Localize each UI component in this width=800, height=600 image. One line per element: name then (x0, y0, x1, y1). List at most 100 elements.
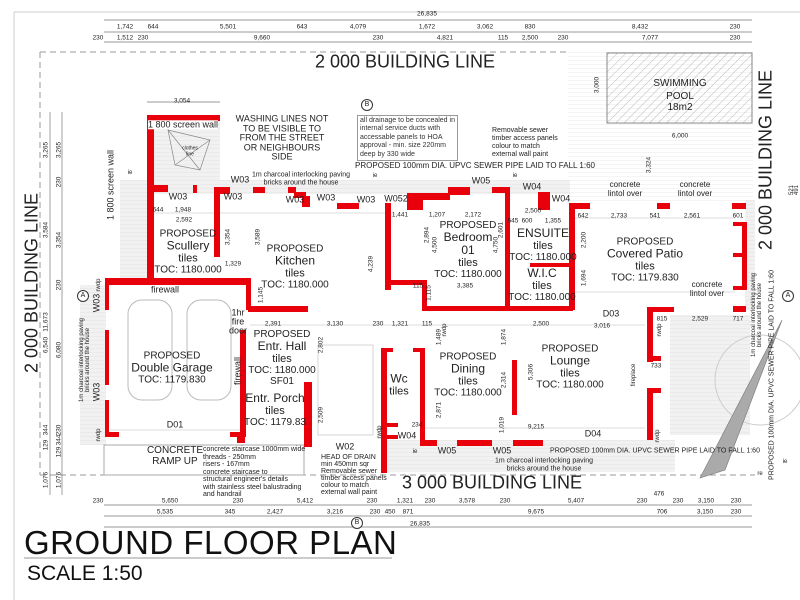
room-toc: TOC: 1179.830 (611, 272, 679, 284)
dim-interior: 2,894 (423, 226, 431, 244)
dim-bottom: 345 (224, 508, 236, 516)
dim-bottom: 230 (92, 497, 104, 505)
pool-title: POOL (666, 90, 694, 102)
window-label-w02: W02 (335, 441, 355, 452)
dim-left: 344 (42, 424, 50, 436)
dim-left: 3,265 (55, 141, 63, 159)
dim-top: 230 (557, 34, 569, 42)
dim-bottom: 230 (424, 497, 436, 505)
dim-bottom: 3,578 (458, 497, 476, 505)
ie-label: ie (372, 172, 378, 179)
dim-bottom: 230 (369, 508, 381, 516)
dim-interior: 6,000 (671, 132, 689, 140)
fire-door-label: fire (231, 316, 245, 327)
drainage-note-line: accessable panels to HOA (360, 133, 443, 141)
dim-interior: 2,500 (524, 207, 542, 215)
rwdp-label: rwdp (95, 278, 102, 292)
sewer-panels-note: colour to match (492, 143, 540, 150)
drainage-note-line: internal service ducts with (360, 125, 441, 133)
dim-interior: 1,321 (391, 320, 409, 328)
dim-interior: 1,207 (428, 211, 446, 219)
room-finish: tiles (272, 353, 292, 366)
lintol-label: concrete (679, 179, 711, 189)
dim-bottom: 230 (730, 508, 742, 516)
dim-left: 1,076 (42, 471, 50, 489)
room-finish: tiles (532, 280, 552, 293)
window-label-w05: W05 (437, 445, 457, 456)
paving-note: bricks around the house (756, 282, 763, 348)
drainage-note-line: approval - min. size 220mm (360, 142, 446, 150)
dim-top: 2,500 (521, 34, 539, 42)
dim-top: 644 (147, 23, 159, 31)
dim-interior: 1,115 (425, 285, 433, 301)
dim-interior: 115 (421, 320, 433, 328)
room-finish: tiles (533, 240, 553, 253)
washing-lines-note: WASHING LINES NOT (235, 113, 329, 124)
window-label-w03: W03 (91, 382, 102, 402)
dim-overall-bottom: 26,835 (410, 520, 430, 528)
head-of-drain-note: colour to match (321, 482, 369, 489)
pool-area: 18m2 (667, 101, 693, 113)
clothes-line-label: line (186, 151, 194, 158)
dim-top: 5,501 (219, 23, 237, 31)
dim-top: 643 (296, 23, 308, 31)
lintol-label: concrete (609, 179, 641, 189)
paving-note: 1m charcoal interlocking paving (251, 171, 351, 179)
building-line-left: 2 000 BUILDING LINE (21, 192, 42, 374)
dim-interior: 3,354 (224, 228, 232, 246)
paving-note: 1m charcoal interlocking paving (494, 457, 594, 465)
ie-label: ie (127, 169, 133, 176)
room-name: Wc (390, 371, 408, 386)
dim-left: 3,265 (42, 141, 50, 159)
room-toc: TOC: 1180.000 (248, 365, 316, 377)
swimming-pool (606, 52, 753, 124)
washing-lines-note: SIDE (271, 151, 293, 162)
dim-interior: 1,948 (174, 206, 192, 214)
dim-interior: 601 (732, 212, 744, 220)
rwdp-label: rwdp (656, 323, 663, 337)
dim-top: 230 (372, 34, 384, 42)
room-finish: tiles (458, 375, 478, 388)
dim-left: 129 (42, 439, 50, 451)
room-finish: tiles (389, 385, 409, 398)
dim-top: 3,062 (476, 23, 494, 31)
fireplace-label: fireplace (630, 363, 637, 387)
room-name: Scullery (166, 238, 210, 253)
sewer-panels-note: Removable sewer (492, 127, 549, 134)
dim-top: 1,672 (418, 23, 436, 31)
dim-interior: 2,314 (500, 371, 508, 389)
drawing-scale: SCALE 1:50 (27, 562, 143, 585)
section-marker-a: A (782, 290, 794, 302)
lintol-label: lintol over (607, 188, 643, 198)
window-label-w03: W03 (316, 192, 336, 203)
dim-interior: 2,529 (691, 315, 709, 323)
dim-interior: 3,130 (326, 320, 344, 328)
room-prefix: PROPOSED (439, 351, 497, 363)
window-label-w04: W04 (397, 430, 417, 441)
room-toc: TOC: 1180.000 (434, 269, 502, 281)
staircase-note: structural engineer's details (203, 476, 288, 483)
dim-top: 230 (729, 23, 741, 31)
dim-overall-top: 26,835 (417, 10, 437, 18)
dim-top: 230 (137, 34, 149, 42)
room-prefix: PROPOSED (159, 228, 217, 240)
window-label-w05: W05 (471, 175, 491, 186)
drainage-note-line: deep by 330 wide (360, 150, 415, 158)
dim-bottom: 871 (402, 508, 414, 516)
dim-interior: 4,239 (367, 255, 375, 273)
sewer-panels-note: timber access panels (492, 135, 558, 142)
building-line-bottom: 3 000 BUILDING LINE (401, 472, 583, 493)
dim-bottom: 450 (384, 508, 396, 516)
dim-top: 1,512 (116, 34, 134, 42)
head-of-drain-note: external wall paint (321, 489, 378, 496)
re-label: re (757, 470, 763, 477)
dim-interior: 5,306 (527, 363, 535, 381)
